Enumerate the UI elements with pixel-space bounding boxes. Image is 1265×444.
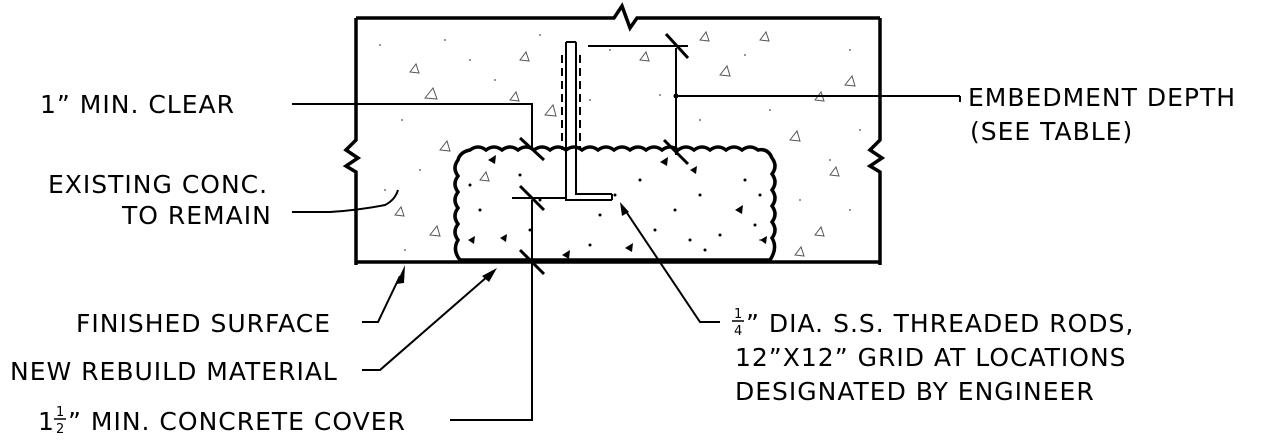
- rods-frac-num: 1: [734, 307, 742, 322]
- existing-conc-leader: [292, 189, 399, 213]
- concrete-cover-label: 1 1 2 ” MIN. CONCRETE COVER: [38, 405, 406, 437]
- threaded-rod: [561, 41, 613, 201]
- cover-whole: 1: [38, 407, 55, 436]
- new-rebuild-label: NEW REBUILD MATERIAL: [10, 357, 338, 386]
- concrete-cover-leader: [450, 200, 546, 421]
- min-clear-label: 1” MIN. CLEAR: [40, 90, 235, 119]
- rods-frac-den: 4: [734, 324, 742, 339]
- rods-line2: 12”X12” GRID AT LOCATIONS: [735, 343, 1127, 372]
- cover-frac-num: 1: [56, 405, 64, 420]
- new-rebuild-leader: [362, 268, 497, 371]
- embedment-label-2: (SEE TABLE): [970, 117, 1133, 146]
- rebuild-aggregate: [468, 155, 767, 259]
- existing-conc-label-2: TO REMAIN: [121, 201, 272, 230]
- existing-concrete-hatch: [394, 30, 856, 257]
- rods-line1-rest: ” DIA. S.S. THREADED RODS,: [746, 309, 1134, 338]
- threaded-rods-label: 1 4 ” DIA. S.S. THREADED RODS, 12”X12” G…: [732, 307, 1134, 406]
- finished-surface-label: FINISHED SURFACE: [76, 309, 331, 338]
- finished-surface-leader: [362, 265, 405, 323]
- existing-concrete-slab: [342, 2, 886, 265]
- existing-concrete-dots: [379, 34, 861, 251]
- existing-conc-label-1: EXISTING CONC.: [48, 170, 268, 199]
- new-rebuild-patch: [453, 145, 777, 262]
- cover-rest: ” MIN. CONCRETE COVER: [68, 407, 406, 436]
- threaded-rods-leader: [620, 202, 720, 323]
- embedment-dimension: [588, 32, 960, 166]
- min-clear-leader: [292, 103, 566, 212]
- cover-frac-den: 2: [56, 422, 64, 437]
- rods-line3: DESIGNATED BY ENGINEER: [735, 377, 1095, 406]
- embedment-label-1: EMBEDMENT DEPTH: [968, 83, 1236, 112]
